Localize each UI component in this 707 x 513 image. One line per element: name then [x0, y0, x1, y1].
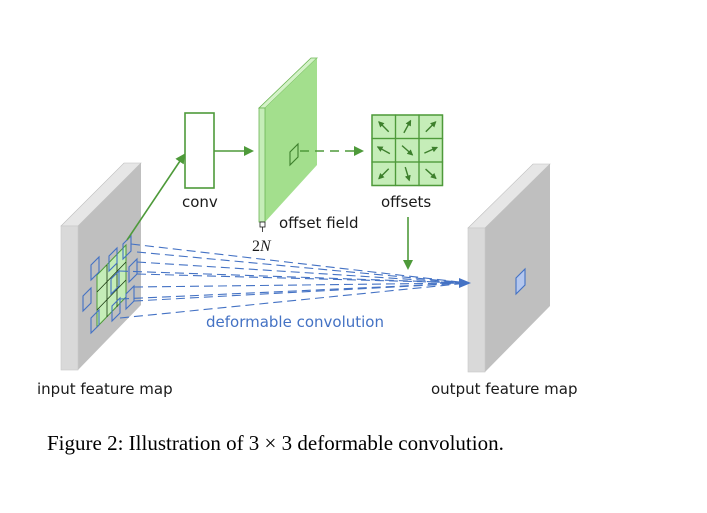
offset-arrow-right-slight-up-icon [424, 146, 439, 154]
output-map-front-face [485, 164, 550, 372]
offset-field-channel-marker [259, 221, 266, 228]
offset-arrow-up-left-icon [378, 121, 390, 133]
deformable-convolution-lines [118, 243, 469, 319]
output-map-side-face [467, 227, 486, 373]
input-to-conv-arrow [126, 153, 186, 241]
conv-block [184, 112, 215, 189]
offset-arrow-up-right-icon [425, 121, 437, 133]
offset-arrow-down-left-icon [378, 168, 390, 180]
offset-arrow-down-right-icon [401, 145, 414, 156]
offsets-label: offsets [381, 193, 431, 211]
offset-field-label: offset field [279, 214, 359, 232]
offset-field-side-face [258, 107, 266, 223]
offset-arrow-down-slight-right-icon [404, 166, 411, 182]
offsets-grid-cell [418, 161, 444, 187]
output-feature-map [467, 163, 551, 373]
offset-field-channels-label: 2N [252, 238, 272, 255]
output-feature-map-label: output feature map [431, 380, 578, 398]
input-map-side-face [60, 225, 79, 371]
offset-arrow-left-slight-up-icon [376, 146, 391, 155]
offset-arrow-up-right-steep-icon [403, 119, 412, 134]
input-feature-map-label: input feature map [37, 380, 173, 398]
conv-label: conv [182, 193, 218, 211]
offset-field [258, 57, 318, 232]
offset-field-location [289, 142, 299, 167]
output-location [515, 267, 526, 296]
deformable-convolution-label: deformable convolution [206, 313, 384, 331]
input-feature-map [60, 162, 142, 371]
offset-field-front-face [265, 58, 317, 222]
offsets-grid [371, 114, 444, 187]
figure-caption: Figure 2: Illustration of 3 × 3 deformab… [47, 431, 504, 455]
offset-arrow-down-right-icon [425, 168, 437, 180]
